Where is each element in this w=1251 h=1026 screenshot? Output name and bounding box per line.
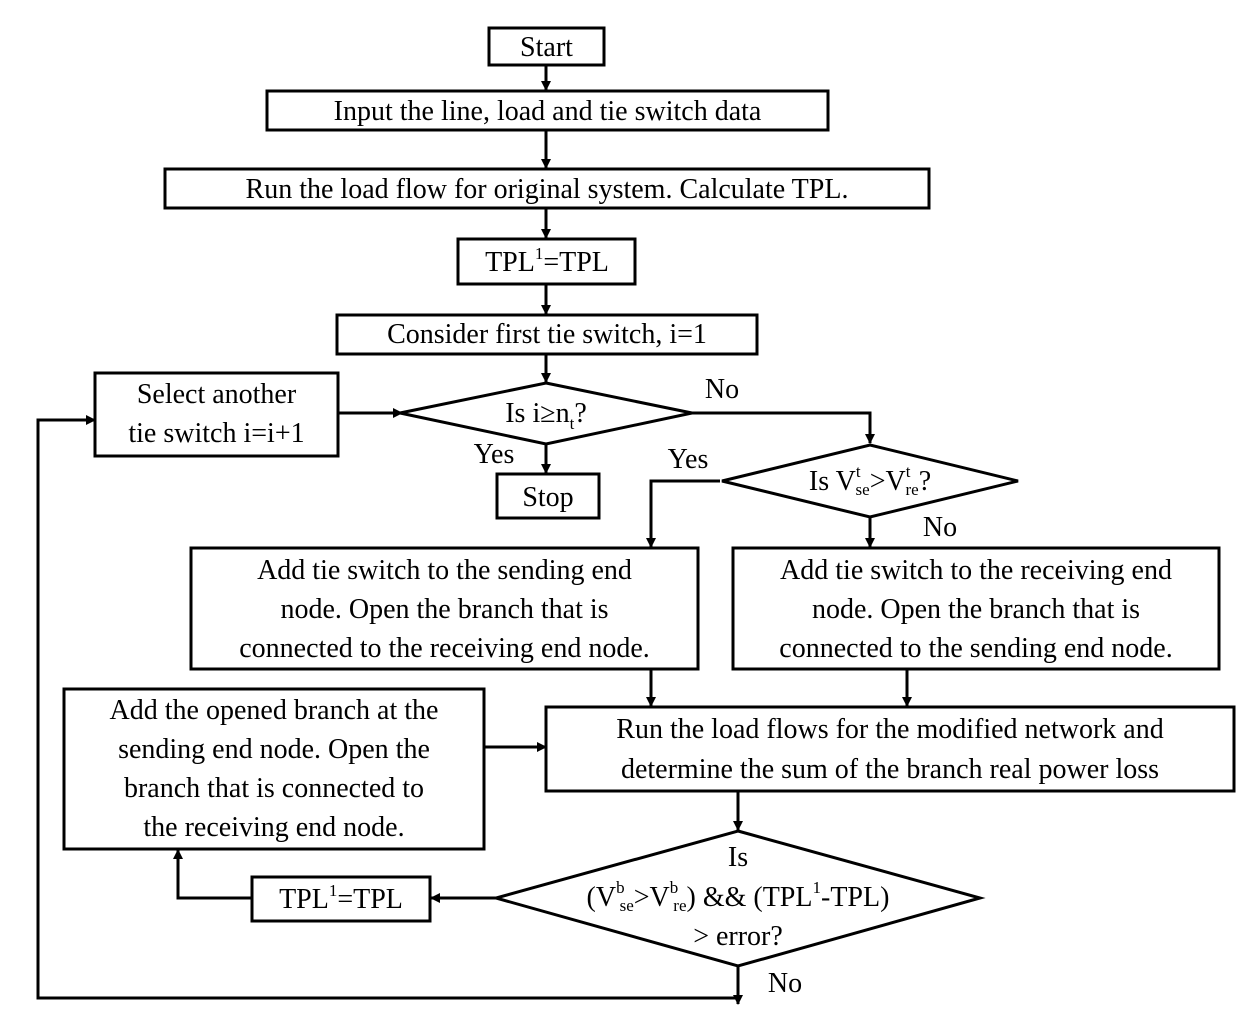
decision-i-diamond: Is i≥nt? <box>399 381 693 446</box>
connectors <box>36 65 912 1005</box>
select-another-line1: Select another <box>137 379 297 410</box>
select-another-box: Select another tie switch i=i+1 <box>93 371 340 458</box>
opened-branch-line4: the receiving end node. <box>143 812 404 843</box>
run-modified-line1: Run the load flows for the modified netw… <box>616 714 1163 745</box>
first-tie-label: Consider first tie switch, i=1 <box>387 319 707 350</box>
sending-end-box: Add tie switch to the sending end node. … <box>189 546 700 671</box>
decision-i-label: Is i≥nt? <box>505 398 587 433</box>
opened-branch-line1: Add the opened branch at the <box>110 695 439 726</box>
arrow-v-yes <box>646 479 720 548</box>
tpl-assign-bottom-label: TPL1=TPL <box>279 881 403 915</box>
receiving-end-line3: connected to the sending end node. <box>779 633 1172 664</box>
no-label-decision-v: No <box>923 512 957 543</box>
run-original-label: Run the load flow for original system. C… <box>246 174 849 205</box>
receiving-end-line1: Add tie switch to the receiving end <box>780 555 1172 586</box>
select-another-line2: tie switch i=i+1 <box>128 418 304 449</box>
arrow-loop-back <box>36 415 738 1000</box>
no-label-decision-i: No <box>705 374 739 405</box>
decision-final-line3: > error? <box>693 921 783 952</box>
yes-label-decision-i: Yes <box>474 439 515 470</box>
start-box: Start <box>487 26 606 67</box>
sending-end-line2: node. Open the branch that is <box>280 594 608 625</box>
tpl-assign-top-box: TPL1=TPL <box>456 237 637 286</box>
sending-end-line1: Add tie switch to the sending end <box>257 555 632 586</box>
run-original-box: Run the load flow for original system. C… <box>163 167 931 210</box>
sending-end-line3: connected to the receiving end node. <box>239 633 650 664</box>
run-modified-box: Run the load flows for the modified netw… <box>544 705 1236 793</box>
arrow-tpl-to-opened <box>173 849 252 900</box>
run-modified-line2: determine the sum of the branch real pow… <box>621 754 1159 785</box>
stop-label: Stop <box>522 482 573 513</box>
arrow-decision-no <box>692 411 875 444</box>
yes-label-decision-v: Yes <box>668 444 709 475</box>
receiving-end-box: Add tie switch to the receiving end node… <box>731 546 1221 671</box>
receiving-end-line2: node. Open the branch that is <box>812 594 1140 625</box>
decision-final-line1: Is <box>728 842 748 873</box>
opened-branch-box: Add the opened branch at the sending end… <box>62 687 486 851</box>
input-label: Input the line, load and tie switch data <box>334 96 762 127</box>
first-tie-box: Consider first tie switch, i=1 <box>335 313 759 356</box>
stop-box: Stop <box>495 472 601 520</box>
opened-branch-line2: sending end node. Open the <box>118 734 430 765</box>
opened-branch-line3: branch that is connected to <box>124 773 424 804</box>
start-label: Start <box>520 32 573 63</box>
tpl-assign-bottom-box: TPL1=TPL <box>250 875 432 923</box>
no-label-decision-final: No <box>768 968 802 999</box>
tpl-assign-top-label: TPL1=TPL <box>485 244 609 278</box>
input-box: Input the line, load and tie switch data <box>265 89 830 132</box>
